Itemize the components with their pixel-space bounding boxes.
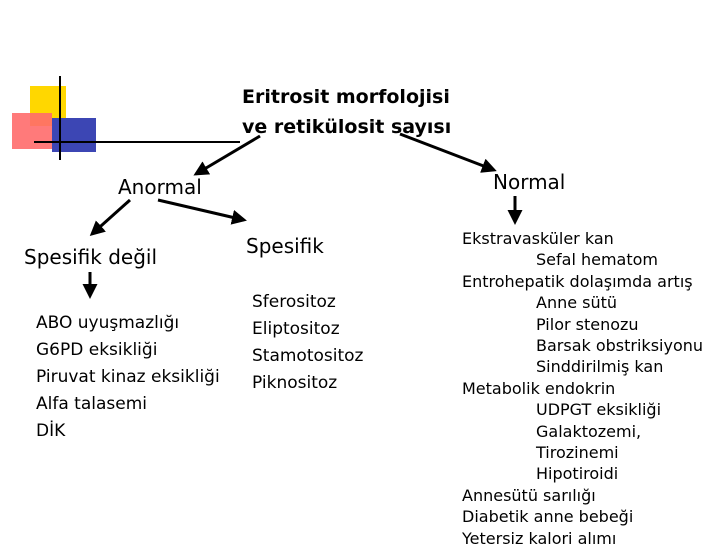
diagram-title: Eritrosit morfolojisi ve retikülosit say… <box>242 82 451 142</box>
normal-cause-item: Ekstravasküler kan <box>462 229 614 248</box>
normal-cause-item: Hipotiroidi <box>536 464 619 484</box>
normal-cause-item: Anne sütü <box>536 293 618 313</box>
arrow-to-spesifik <box>157 198 247 225</box>
decorative-vertical-line <box>59 76 61 160</box>
spesifik-degil-item: G6PD eksikliği <box>36 340 158 360</box>
normal-cause-item: UDPGT eksikliği <box>536 400 662 420</box>
decorative-horizontal-line <box>34 141 240 143</box>
normal-cause-item: Entrohepatik dolaşımda artış <box>462 271 693 291</box>
spesifik-item: Stamotositoz <box>252 346 364 366</box>
anormal-label: Anormal <box>118 175 202 199</box>
spesifik-degil-item: Piruvat kinaz eksikliği <box>36 367 220 387</box>
arrow-to-spesifik-degil <box>89 198 132 237</box>
spesifik-item: Piknositoz <box>252 373 338 393</box>
normal-cause-item: Sefal hematom <box>536 250 658 270</box>
normal-cause-item: Metabolik endokrin <box>462 378 616 398</box>
normal-cause-item: Diabetik anne bebeği <box>462 507 634 527</box>
title-line-2: ve retikülosit sayısı <box>242 116 452 138</box>
arrow-to-normal <box>399 132 497 173</box>
title-line-1: Eritrosit morfolojisi <box>242 86 450 108</box>
normal-label: Normal <box>493 170 566 194</box>
normal-cause-item: Barsak obstriksiyonu <box>536 336 704 356</box>
spesifik-degil-item: DİK <box>36 421 66 441</box>
normal-cause-item: Annesütü sarılığı <box>462 485 596 505</box>
spesifik-degil-item: ABO uyuşmazlığı <box>36 313 180 333</box>
spesifik-degil-label: Spesifik değil <box>24 245 158 269</box>
normal-cause-item: Sinddirilmiş kan <box>536 357 664 377</box>
arrow-to-anormal <box>193 134 261 176</box>
spesifik-label: Spesifik <box>246 234 324 258</box>
decorative-red-square <box>12 113 52 149</box>
normal-cause-item: Tirozinemi <box>536 443 619 463</box>
spesifik-item: Eliptositoz <box>252 319 340 339</box>
normal-cause-item: Galaktozemi, <box>536 421 642 441</box>
spesifik-degil-item: Alfa talasemi <box>36 394 147 414</box>
normal-cause-item: Pilor stenozu <box>536 314 639 334</box>
spesifik-item: Sferositoz <box>252 292 336 312</box>
